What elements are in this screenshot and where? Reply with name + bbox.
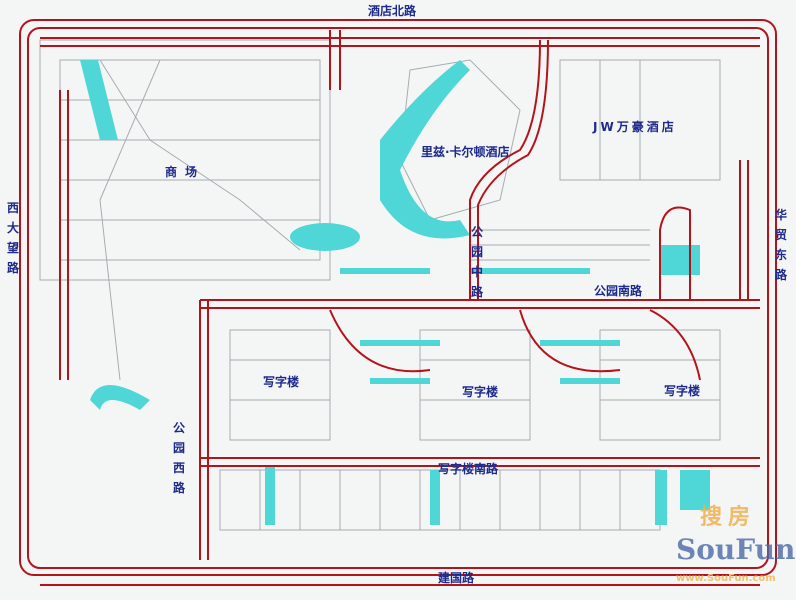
road-label-office-south: 写字楼南路: [438, 462, 499, 476]
road-label-south: 建国路: [438, 571, 475, 585]
road-label-park-west: 公园西路: [172, 421, 185, 495]
water-features: [80, 60, 710, 525]
road-label-park-south: 公园南路: [594, 284, 643, 298]
road-label-north: 酒店北路: [368, 4, 417, 18]
building-label-office-2: 写字楼: [462, 385, 499, 399]
road-network: [19, 19, 777, 586]
building-label-office-1: 写字楼: [263, 375, 300, 389]
building-label-ritz: 里兹·卡尔顿酒店: [421, 145, 510, 159]
road-label-west: 西大望路: [6, 201, 19, 275]
road-label-park-middle: 公园中路: [470, 225, 483, 299]
grid-lines: [60, 60, 720, 530]
road-label-east: 华贸东路: [774, 208, 787, 282]
building-label-mall: 商场: [165, 165, 206, 179]
watermark-url: www.SouFun.com: [676, 573, 776, 584]
watermark-cn: 搜房: [700, 505, 757, 530]
watermark-brand: SouFun: [676, 533, 796, 566]
building-label-office-3: 写字楼: [664, 384, 701, 398]
building-label-jw: JW万豪酒店: [593, 120, 677, 134]
